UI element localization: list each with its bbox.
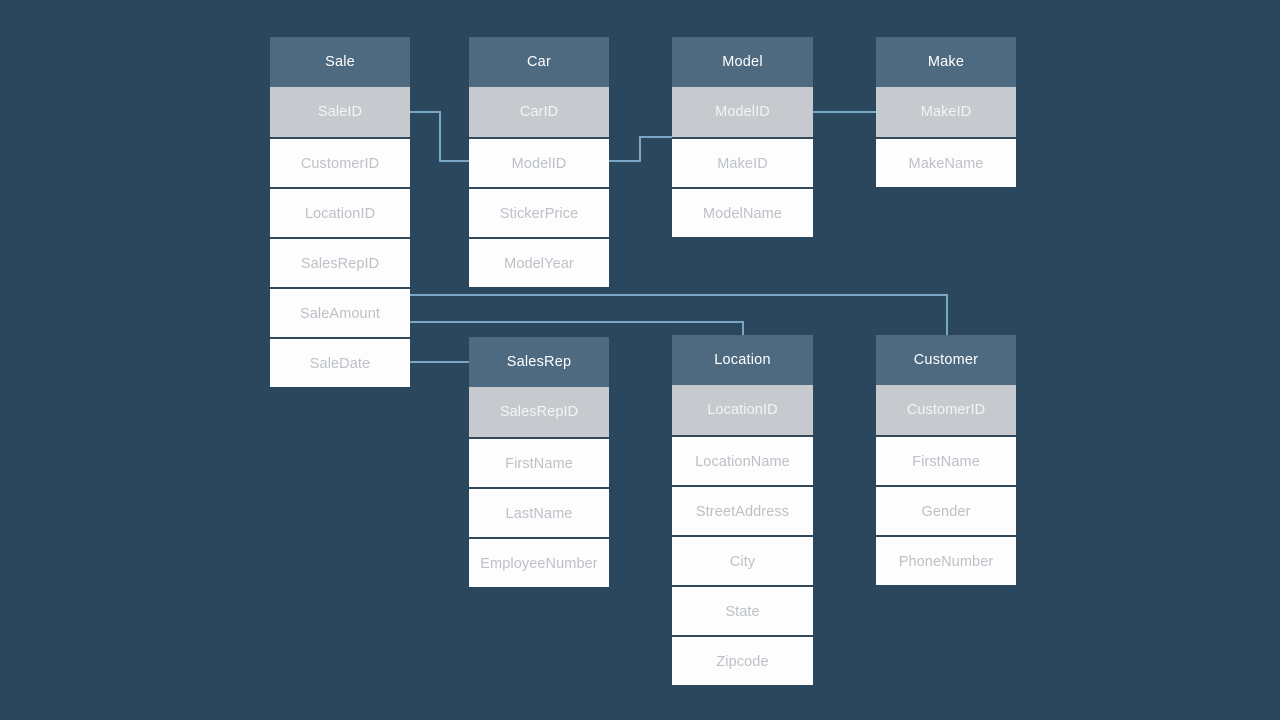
entity-header-salesrep: SalesRep <box>469 337 609 387</box>
entity-field-location-zipcode[interactable]: Zipcode <box>672 635 813 685</box>
entity-field-location-streetaddress[interactable]: StreetAddress <box>672 485 813 535</box>
entity-field-sale-locationid[interactable]: LocationID <box>270 187 410 237</box>
entity-field-customer-customerid[interactable]: CustomerID <box>876 385 1016 435</box>
entity-field-car-modelyear[interactable]: ModelYear <box>469 237 609 287</box>
entity-field-location-locationname[interactable]: LocationName <box>672 435 813 485</box>
entity-field-sale-customerid[interactable]: CustomerID <box>270 137 410 187</box>
entity-field-car-stickerprice[interactable]: StickerPrice <box>469 187 609 237</box>
entity-header-car: Car <box>469 37 609 87</box>
relationship-connector-1 <box>609 136 672 162</box>
entity-field-location-state[interactable]: State <box>672 585 813 635</box>
entity-field-sale-salesrepid[interactable]: SalesRepID <box>270 237 410 287</box>
entity-header-model: Model <box>672 37 813 87</box>
entity-field-sale-saledate[interactable]: SaleDate <box>270 337 410 387</box>
entity-field-car-modelid[interactable]: ModelID <box>469 137 609 187</box>
entity-field-customer-gender[interactable]: Gender <box>876 485 1016 535</box>
entity-field-customer-firstname[interactable]: FirstName <box>876 435 1016 485</box>
entity-field-salesrep-employeenumber[interactable]: EmployeeNumber <box>469 537 609 587</box>
entity-field-make-makeid[interactable]: MakeID <box>876 87 1016 137</box>
entity-field-car-carid[interactable]: CarID <box>469 87 609 137</box>
entity-field-salesrep-lastname[interactable]: LastName <box>469 487 609 537</box>
entity-field-location-locationid[interactable]: LocationID <box>672 385 813 435</box>
entity-field-salesrep-firstname[interactable]: FirstName <box>469 437 609 487</box>
entity-field-make-makename[interactable]: MakeName <box>876 137 1016 187</box>
entity-field-sale-saleamount[interactable]: SaleAmount <box>270 287 410 337</box>
relationship-connector-3 <box>410 294 948 335</box>
entity-header-sale: Sale <box>270 37 410 87</box>
entity-field-salesrep-salesrepid[interactable]: SalesRepID <box>469 387 609 437</box>
entity-header-location: Location <box>672 335 813 385</box>
entity-header-customer: Customer <box>876 335 1016 385</box>
entity-header-make: Make <box>876 37 1016 87</box>
entity-field-model-modelname[interactable]: ModelName <box>672 187 813 237</box>
entity-field-model-makeid[interactable]: MakeID <box>672 137 813 187</box>
entity-field-model-modelid[interactable]: ModelID <box>672 87 813 137</box>
entity-field-location-city[interactable]: City <box>672 535 813 585</box>
relationship-connector-4 <box>410 321 744 335</box>
entity-field-sale-saleid[interactable]: SaleID <box>270 87 410 137</box>
entity-field-customer-phonenumber[interactable]: PhoneNumber <box>876 535 1016 585</box>
relationship-connector-0 <box>410 111 469 162</box>
